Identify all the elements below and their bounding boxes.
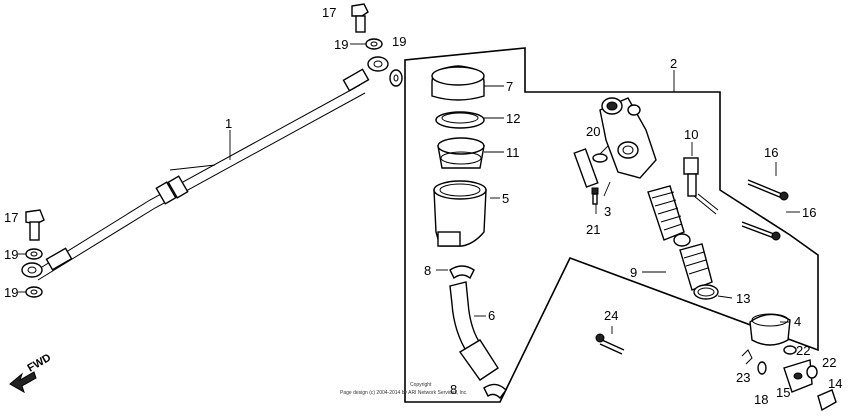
- callout-19-b: 19: [392, 34, 406, 49]
- callout-21: 21: [586, 222, 600, 237]
- callout-22-a: 22: [796, 343, 810, 358]
- callout-16-lower: 16: [802, 205, 816, 220]
- callout-14: 14: [828, 376, 842, 391]
- lock-nut[interactable]: [806, 365, 818, 379]
- callout-19-c: 19: [4, 247, 18, 262]
- callout-16-upper: 16: [764, 145, 778, 160]
- callout-20: 20: [586, 124, 600, 139]
- clevis-pin[interactable]: [817, 389, 837, 412]
- reservoir-tank[interactable]: [433, 180, 487, 247]
- callout-labels: 1 2 3 4 5 6 7 8 8 9 10 11 12 13 14 15 16…: [4, 5, 842, 407]
- callout-1: 1: [225, 116, 232, 131]
- bracket-bolt[interactable]: [595, 333, 625, 355]
- o-ring[interactable]: [592, 153, 608, 163]
- hose-clip-upper[interactable]: [449, 265, 475, 280]
- lock-nut[interactable]: [783, 345, 797, 355]
- callout-22-b: 22: [822, 355, 836, 370]
- sealing-washer[interactable]: [25, 248, 43, 260]
- callout-11: 11: [506, 145, 520, 160]
- callout-15: 15: [776, 385, 790, 400]
- clevis[interactable]: [783, 359, 813, 393]
- snap-ring[interactable]: [693, 284, 719, 300]
- callout-19-a: 19: [334, 37, 348, 52]
- sealing-washer[interactable]: [389, 69, 403, 87]
- callout-23: 23: [736, 370, 750, 385]
- callout-18: 18: [754, 392, 768, 407]
- joint-screw[interactable]: [591, 187, 599, 205]
- reservoir-cap[interactable]: [431, 65, 485, 101]
- forward-direction-indicator: FWD: [9, 352, 54, 394]
- callout-8-upper: 8: [424, 263, 431, 278]
- callout-17-upper: 17: [322, 5, 336, 20]
- leader-lines: [18, 43, 800, 334]
- piston-spring[interactable]: [647, 185, 685, 241]
- callout-2: 2: [670, 56, 677, 71]
- washer[interactable]: [757, 361, 767, 375]
- callout-7: 7: [506, 79, 513, 94]
- piston-cup[interactable]: [673, 233, 713, 291]
- callout-13: 13: [736, 291, 750, 306]
- mounting-bolt-upper[interactable]: [747, 179, 789, 201]
- sealing-washer[interactable]: [25, 286, 43, 298]
- fwd-label: FWD: [26, 352, 54, 375]
- callout-9: 9: [630, 265, 637, 280]
- arrow-icon: [9, 371, 37, 394]
- dust-boot[interactable]: [749, 313, 791, 346]
- assembly-frame: [404, 47, 819, 403]
- callout-17-lower: 17: [4, 210, 18, 225]
- callout-4: 4: [794, 314, 801, 329]
- mounting-bolt-lower[interactable]: [741, 221, 781, 241]
- reservoir-diaphragm[interactable]: [437, 137, 485, 169]
- hose-clip-lower[interactable]: [483, 383, 507, 400]
- copyright-line-1: Copyright: [410, 382, 432, 388]
- brake-hose[interactable]: [21, 56, 389, 281]
- sealing-washer[interactable]: [365, 38, 383, 50]
- hose-joint[interactable]: [573, 148, 599, 188]
- callout-12: 12: [506, 111, 520, 126]
- callout-19-d: 19: [4, 285, 18, 300]
- push-rod[interactable]: [683, 157, 719, 215]
- callout-3: 3: [604, 204, 611, 219]
- callout-24: 24: [604, 308, 618, 323]
- master-cylinder-body[interactable]: [599, 97, 657, 179]
- callout-10: 10: [684, 127, 698, 142]
- reservoir-hose[interactable]: [449, 281, 499, 381]
- callout-5: 5: [502, 191, 509, 206]
- reservoir-plate[interactable]: [435, 111, 485, 129]
- banjo-bolt-upper[interactable]: [351, 3, 369, 33]
- cotter-pin[interactable]: [741, 349, 753, 365]
- callout-8-lower: 8: [450, 382, 457, 397]
- banjo-bolt-lower[interactable]: [25, 209, 45, 241]
- copyright-line-2: Page design (c) 2004-2014 by ARI Network…: [340, 390, 468, 396]
- callout-6: 6: [488, 308, 495, 323]
